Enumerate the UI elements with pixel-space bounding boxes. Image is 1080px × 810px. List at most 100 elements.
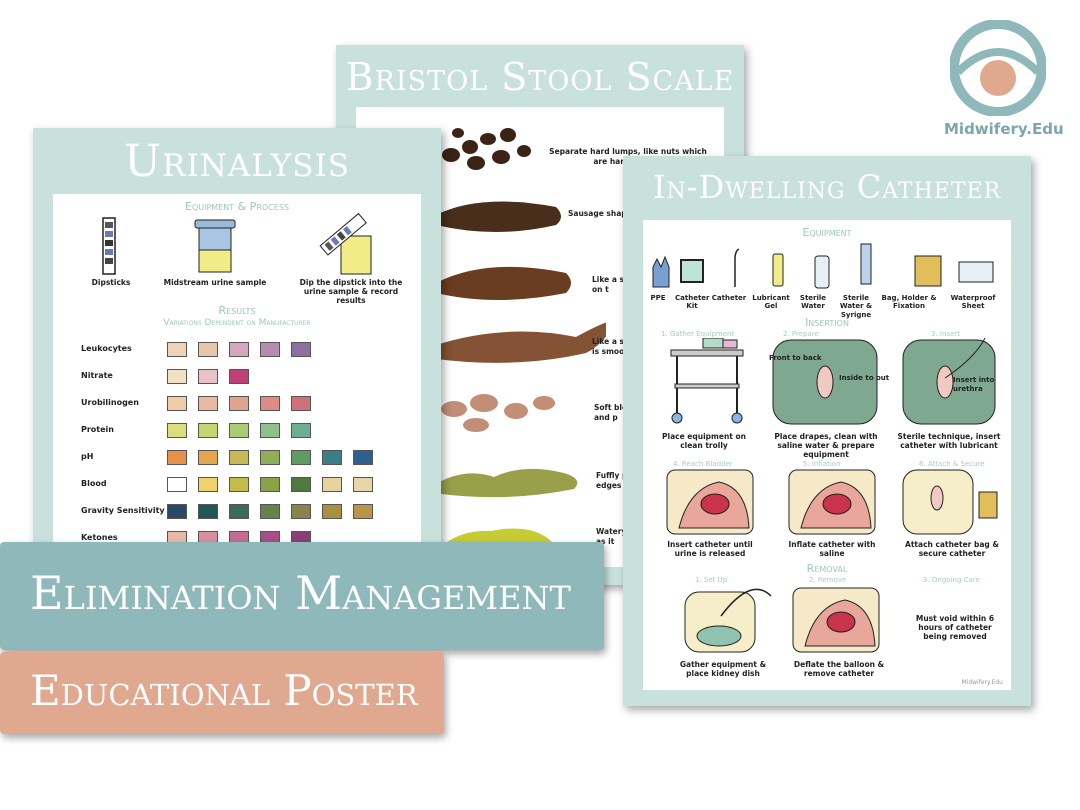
color-swatch: [260, 396, 280, 411]
stool-type-1-icon: [442, 128, 531, 170]
lubricant-icon: [772, 253, 784, 287]
catheter-title: In-Dwelling Catheter: [652, 168, 1002, 206]
banner-sub-text: Educational Poster: [30, 666, 418, 715]
insert-step-5-desc: Inflate catheter with saline: [788, 540, 876, 558]
insert-step-5-title: 5. Inflation: [803, 460, 841, 468]
insert-step-6-desc: Attach catheter bag & secure catheter: [905, 540, 999, 558]
color-swatch: [291, 396, 311, 411]
dipstick-icon: [102, 217, 116, 275]
removal-step-3-desc: Must void within 6 hours of catheter bei…: [915, 614, 995, 641]
stool-type-6-icon: [434, 468, 578, 498]
color-swatch: [291, 423, 311, 438]
stool-type-6-desc: Fuffly peic edges: [596, 471, 640, 490]
insertion-heading: Insertion: [805, 316, 849, 329]
prepare-note-inside: Inside to out: [839, 374, 890, 382]
color-swatch: [167, 504, 187, 519]
removal-step-1-title: 1. Set Up: [695, 576, 728, 584]
catheter-equipment-label: Sterile Water & Syrigne: [839, 294, 873, 319]
insert-step-2-desc: Place drapes, clean with saline water & …: [774, 432, 878, 459]
color-swatch: [198, 423, 218, 438]
result-label: Gravity Sensitivity: [81, 506, 165, 515]
stool-illustrations: [431, 128, 606, 561]
catheter-equipment-heading: Equipment: [802, 226, 852, 239]
catheter-equipment-label: Lubricant Gel: [752, 294, 790, 311]
color-swatch: [167, 477, 187, 492]
color-swatch: [167, 342, 187, 357]
color-swatch: [260, 477, 280, 492]
insert-step-1-desc: Place equipment on clean trolly: [662, 432, 746, 450]
color-swatch: [260, 450, 280, 465]
equip-midstream: Midstream urine sample: [163, 278, 267, 287]
removal-step-3-title: 3. Ongoing Care: [923, 576, 980, 584]
insert-illustration: [902, 338, 996, 425]
urinalysis-equipment-heading: Equipment & Process: [185, 200, 289, 213]
setup-illustration: [684, 588, 772, 653]
insert-step-6-title: 6. Attach & Secure: [919, 460, 985, 468]
stool-title: Bristol Stool Scale: [345, 55, 735, 99]
color-swatch: [291, 342, 311, 357]
result-label: Ketones: [81, 533, 118, 542]
color-swatch: [229, 450, 249, 465]
color-swatch: [198, 450, 218, 465]
stool-type-5-icon: [441, 394, 555, 432]
syringe-icon: [860, 243, 872, 285]
catheter-poster: In-Dwelling Catheter Equipment PPE Cathet…: [623, 156, 1031, 706]
catheter-equipment-label: Catheter Kit: [675, 294, 710, 311]
dip-icon: [319, 212, 372, 275]
results-heading: Results: [218, 304, 256, 317]
stool-type-3-desc: Like a sausag on t: [592, 275, 650, 294]
stool-type-4-desc: Like a sausag is smoo: [592, 337, 650, 356]
waterproof-sheet-icon: [958, 261, 994, 283]
result-label: pH: [81, 452, 94, 461]
stool-type-4-icon: [436, 322, 606, 363]
remove-illustration: [792, 587, 880, 653]
result-label: Urobilinogen: [81, 398, 139, 407]
color-swatch: [198, 504, 218, 519]
stool-type-5-desc: Soft blobs w and p: [594, 403, 647, 422]
color-swatch: [353, 450, 373, 465]
banner-main: Elimination Management: [0, 542, 604, 650]
results-sub: Variations Dependent on Manufacturer: [163, 318, 311, 328]
catheter-kit-icon: [680, 259, 704, 283]
color-swatch: [198, 369, 218, 384]
color-swatch: [198, 342, 218, 357]
color-swatch: [322, 504, 342, 519]
brand-name: Midwifery.Edu: [944, 120, 1064, 138]
urinalysis-poster: Urinalysis Equipment & Process Dipsticks…: [33, 128, 441, 570]
insert-step-4-desc: Insert catheter until urine is released: [667, 540, 753, 558]
urine-sample-icon: [194, 219, 236, 273]
stool-type-2-desc: Sausage shap: [568, 209, 627, 218]
color-swatch: [229, 396, 249, 411]
catheter-equipment-label: Sterile Water: [799, 294, 827, 311]
color-swatch: [167, 396, 187, 411]
color-swatch: [198, 396, 218, 411]
removal-step-2-title: 2. Remove: [809, 576, 847, 584]
urinalysis-title: Urinalysis: [124, 136, 350, 187]
color-swatch: [322, 477, 342, 492]
footer-brand: Midwifery.Edu: [961, 679, 1003, 686]
banner-sub: Educational Poster: [0, 652, 444, 734]
result-label: Blood: [81, 479, 107, 488]
result-label: Nitrate: [81, 371, 113, 380]
insert-step-3-desc: Sterile technique, insert catheter with …: [897, 432, 1001, 450]
catheter-equipment-label: PPE: [650, 294, 666, 302]
stool-type-3-icon: [436, 266, 571, 300]
trolley-icon: [670, 338, 744, 424]
color-swatch: [260, 504, 280, 519]
insert-step-4-title: 4. Reach Bladder: [673, 460, 733, 468]
sterile-water-icon: [814, 255, 830, 289]
equip-dipsticks: Dipsticks: [91, 278, 131, 287]
color-swatch: [353, 477, 373, 492]
midwifery-logo-icon: [950, 20, 1046, 116]
color-swatch: [291, 450, 311, 465]
prepare-note-front: Front to back: [769, 354, 822, 362]
catheter-equipment-label: Bag, Holder & Fixation: [881, 294, 937, 311]
color-swatch: [291, 504, 311, 519]
gloves-icon: [652, 255, 670, 288]
catheter-icon: [734, 248, 740, 287]
color-swatch: [291, 477, 311, 492]
color-swatch: [229, 504, 249, 519]
bag-icon: [914, 255, 942, 287]
